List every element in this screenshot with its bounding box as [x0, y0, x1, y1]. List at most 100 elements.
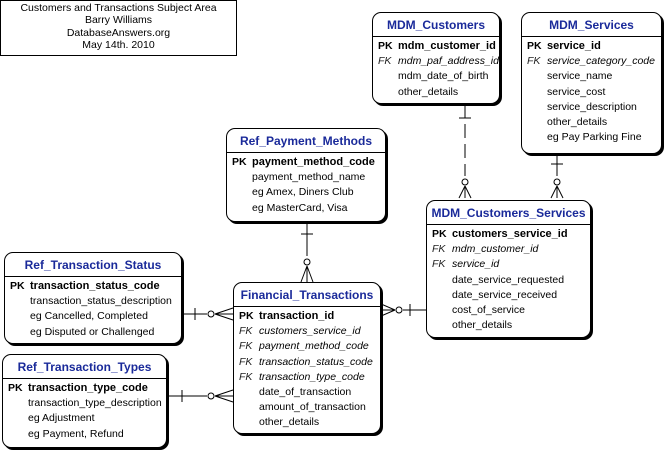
- attribute-row: payment_method_name: [232, 170, 381, 185]
- attribute-name: transaction_status_code: [259, 355, 373, 368]
- attribute-name: date_service_requested: [452, 273, 565, 286]
- note-title: Customers and Transactions Subject Area: [20, 2, 217, 14]
- rel-transaction-status-to-financial-transactions: [182, 307, 234, 321]
- primary-key-row: PK service_id: [527, 39, 657, 54]
- attribute-row: transaction_status_description: [10, 294, 177, 309]
- attribute-row: date_of_transaction: [239, 385, 376, 400]
- attribute-name: eg Payment, Refund: [28, 427, 124, 440]
- entity-title: MDM_Customers: [373, 13, 499, 37]
- rel-customers-services-to-financial-transactions: [380, 303, 426, 317]
- note-author: Barry Williams: [84, 14, 153, 27]
- entity-title: MDM_Services: [522, 13, 661, 37]
- attribute-name: other_details: [452, 319, 513, 332]
- key-marker: FK: [432, 243, 446, 256]
- attribute-name: service_id: [452, 258, 500, 271]
- entity-title: Financial_Transactions: [234, 283, 380, 307]
- attribute-row: service_description: [527, 100, 657, 115]
- diagram-info-note: Customers and Transactions Subject Area …: [0, 0, 237, 56]
- entity-attributes: PK transaction_type_code transaction_type_…: [3, 379, 166, 444]
- attribute-row: mdm_date_of_birth: [378, 69, 495, 84]
- attribute-row: other_details: [527, 115, 657, 130]
- attribute-row: eg Amex, Diners Club: [232, 185, 381, 200]
- attribute-row: date_service_requested: [432, 273, 586, 288]
- attribute-name: customers_service_id: [452, 228, 568, 240]
- primary-key-row: PK payment_method_code: [232, 155, 381, 170]
- key-marker: PK: [8, 382, 23, 394]
- attribute-row: eg Cancelled, Completed: [10, 309, 177, 324]
- attribute-name: payment_method_code: [252, 156, 375, 168]
- attribute-name: transaction_type_description: [28, 397, 162, 410]
- rel-services-to-customers-services: [550, 154, 564, 199]
- primary-key-row: PK transaction_id: [239, 309, 376, 324]
- attribute-row: other_details: [378, 85, 495, 100]
- attribute-name: other_details: [259, 416, 320, 429]
- primary-key-row: PK transaction_status_code: [10, 279, 177, 294]
- key-marker: PK: [378, 40, 393, 52]
- attribute-name: transaction_status_code: [30, 280, 160, 292]
- attribute-row: amount_of_transaction: [239, 400, 376, 415]
- primary-key-row: PK customers_service_id: [432, 227, 586, 242]
- attribute-name: eg Adjustment: [28, 412, 95, 425]
- key-marker: FK: [239, 340, 253, 353]
- key-marker: FK: [432, 258, 446, 271]
- entity-attributes: PK transaction_status_code transaction_sta…: [5, 277, 181, 342]
- attribute-name: customers_service_id: [259, 325, 361, 338]
- attribute-name: date_of_transaction: [259, 385, 352, 398]
- entity-title: Ref_Payment_Methods: [227, 129, 385, 153]
- rel-transaction-types-to-financial-transactions: [167, 389, 234, 403]
- attribute-name: payment_method_name: [252, 171, 366, 184]
- attribute-name: service_id: [547, 40, 601, 52]
- key-marker: PK: [232, 156, 247, 168]
- attribute-row: service_cost: [527, 85, 657, 100]
- entity-title: Ref_Transaction_Status: [5, 253, 181, 277]
- attribute-row: cost_of_service: [432, 303, 586, 318]
- key-marker: FK: [378, 55, 392, 68]
- attribute-name: other_details: [398, 85, 459, 98]
- primary-key-row: PK transaction_type_code: [8, 381, 162, 396]
- foreign-key-row: FK service_id: [432, 257, 586, 272]
- key-marker: PK: [527, 40, 542, 52]
- attribute-name: other_details: [547, 115, 608, 128]
- attribute-name: transaction_type_code: [28, 382, 148, 394]
- key-marker: PK: [10, 280, 25, 292]
- rel-payment-methods-to-financial-transactions: [300, 222, 314, 283]
- attribute-row: eg Disputed or Challenged: [10, 325, 177, 340]
- attribute-name: service_category_code: [547, 55, 655, 68]
- entity-ref-payment-methods: Ref_Payment_Methods PK payment_method_cod…: [226, 128, 386, 222]
- foreign-key-row: FK mdm_customer_id: [432, 242, 586, 257]
- entity-ref-transaction-status: Ref_Transaction_Status PK transaction_sta…: [4, 252, 182, 344]
- key-marker: FK: [239, 370, 253, 383]
- attribute-name: mdm_date_of_birth: [398, 70, 489, 83]
- attribute-name: eg Disputed or Challenged: [30, 325, 155, 338]
- attribute-name: service_name: [547, 70, 613, 83]
- attribute-row: eg Payment, Refund: [8, 427, 162, 442]
- attribute-name: cost_of_service: [452, 303, 525, 316]
- attribute-name: amount_of_transaction: [259, 401, 366, 414]
- foreign-key-row: FK transaction_type_code: [239, 370, 376, 385]
- attribute-name: payment_method_code: [259, 340, 369, 353]
- attribute-row: service_name: [527, 69, 657, 84]
- attribute-name: transaction_id: [259, 310, 335, 322]
- key-marker: PK: [239, 310, 254, 322]
- attribute-row: transaction_type_description: [8, 396, 162, 411]
- attribute-name: eg Pay Parking Fine: [547, 131, 642, 144]
- rel-customers-to-customers-services: [458, 104, 472, 199]
- attribute-name: mdm_customer_id: [452, 243, 539, 256]
- attribute-row: eg Pay Parking Fine: [527, 130, 657, 145]
- attribute-row: eg Adjustment: [8, 411, 162, 426]
- attribute-name: transaction_type_code: [259, 370, 365, 383]
- attribute-row: eg MasterCard, Visa: [232, 201, 381, 216]
- key-marker: PK: [432, 228, 447, 240]
- attribute-row: date_service_received: [432, 288, 586, 303]
- attribute-name: service_cost: [547, 85, 606, 98]
